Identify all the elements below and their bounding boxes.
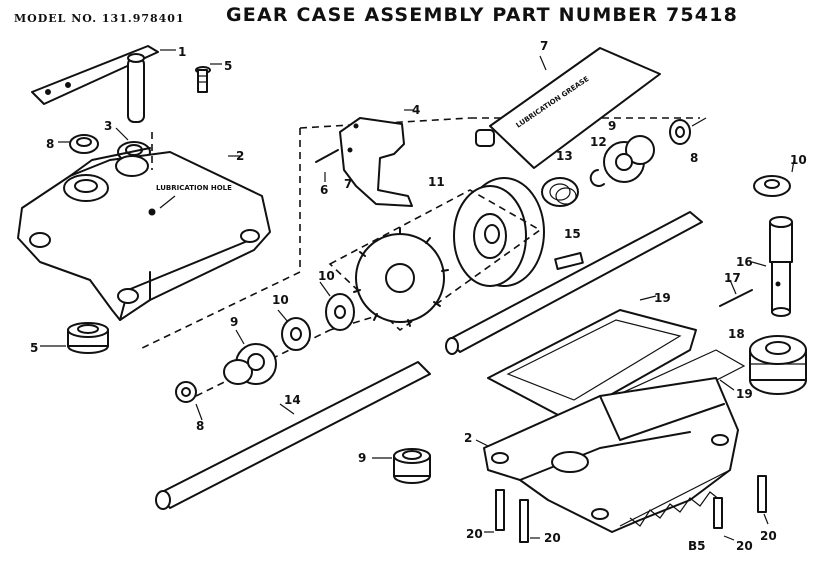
callout-20-d: 20 — [760, 529, 777, 543]
callout-2-lower: 2 — [464, 431, 472, 445]
part-10-washer-right — [753, 159, 795, 197]
callout-12: 12 — [590, 135, 607, 149]
callout-1: 1 — [178, 45, 186, 59]
callout-10-right: 10 — [790, 153, 807, 167]
part-9-bearing-center — [223, 329, 277, 385]
callout-10-left: 10 — [272, 293, 289, 307]
callout-7-fork: 7 — [344, 177, 352, 191]
callout-16: 16 — [736, 255, 753, 269]
lube-hole-label: LUBRICATION HOLE — [156, 184, 232, 192]
callout-7-tube: 7 — [540, 39, 548, 53]
callout-8-lower: 8 — [196, 419, 204, 433]
callout-10-center: 10 — [318, 269, 335, 283]
callout-18: 18 — [728, 327, 745, 341]
callout-5: 5 — [224, 59, 232, 73]
page-title: GEAR CASE ASSEMBLY PART NUMBER 75418 — [226, 4, 739, 26]
callout-15: 15 — [564, 227, 581, 241]
callout-17: 17 — [724, 271, 741, 285]
rear-shaft — [445, 211, 703, 355]
gear-wheel — [328, 189, 542, 332]
callout-20-c: 20 — [736, 539, 753, 553]
callout-9-bottom: 9 — [358, 451, 366, 465]
callout-9-upper: 9 — [608, 119, 616, 133]
part-9-bearing-bottom — [372, 448, 431, 484]
callout-8: 8 — [46, 137, 54, 151]
part-8-washer-upper — [669, 117, 707, 145]
part-5-screw — [195, 63, 222, 93]
callout-20-b: 20 — [544, 531, 561, 545]
part-7-grease-tube: LUBRICATION GREASE — [475, 47, 661, 169]
corner-code: B5 — [688, 539, 706, 553]
callout-6: 6 — [320, 183, 328, 197]
callout-11: 11 — [428, 175, 445, 189]
callout-14: 14 — [284, 393, 301, 407]
callout-numbers: 1 5 3 8 2 4 6 7 7 11 13 12 9 8 10 16 17 … — [30, 39, 807, 553]
part-11-pulley — [453, 177, 545, 287]
part-12-clip — [589, 169, 605, 187]
callout-13: 13 — [556, 149, 573, 163]
part-9-bearing-left — [40, 322, 109, 354]
part-6-pin — [315, 149, 339, 182]
part-10-washer-center — [319, 281, 355, 331]
callout-4: 4 — [412, 103, 420, 117]
callout-9-center: 9 — [230, 315, 238, 329]
part-2-upper-housing — [17, 147, 271, 321]
part-1-bracket — [31, 45, 176, 123]
part-15-key — [554, 252, 584, 270]
part-4-shift-fork — [339, 109, 414, 207]
part-10-washer-left — [277, 309, 311, 351]
callout-19-lower: 19 — [736, 387, 753, 401]
part-18-pulley — [749, 335, 807, 395]
part-8-washer-lower — [175, 381, 203, 421]
part-13-spring — [541, 177, 579, 207]
callout-8-upper: 8 — [690, 151, 698, 165]
callout-20-a: 20 — [466, 527, 483, 541]
model-number: MODEL NO. 131.978401 — [14, 12, 185, 25]
part-8-washer-left — [58, 134, 99, 154]
part-9-bearing-upper — [603, 135, 655, 183]
header: MODEL NO. 131.978401 GEAR CASE ASSEMBLY … — [0, 2, 816, 28]
callout-2: 2 — [236, 149, 244, 163]
part-14-shaft — [155, 361, 431, 510]
callout-3: 3 — [104, 119, 112, 133]
part-17-pin — [719, 279, 753, 307]
callout-19-upper: 19 — [654, 291, 671, 305]
part-16-shaft — [751, 216, 793, 317]
callout-5-lower: 5 — [30, 341, 38, 355]
part-2-lower-housing — [475, 377, 739, 533]
part-20-screws — [484, 475, 769, 543]
